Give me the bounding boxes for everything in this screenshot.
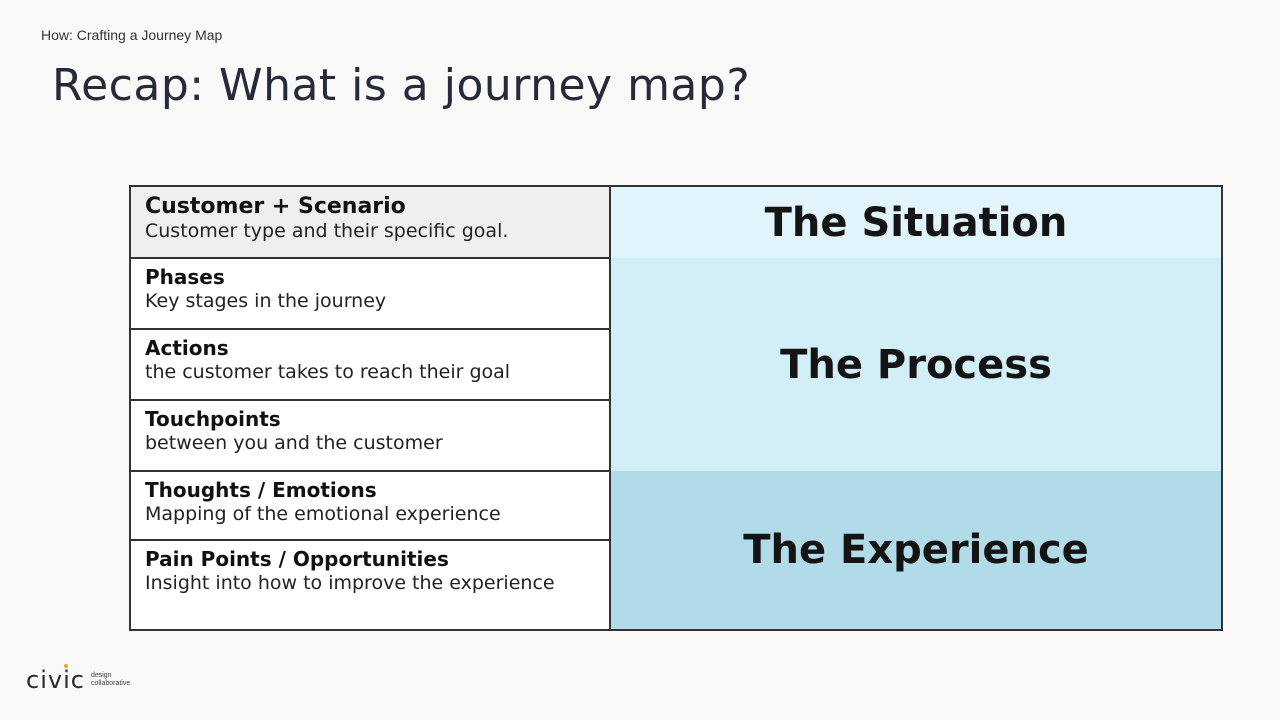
logo-subtext: design collaborative (91, 672, 130, 688)
band-process-label: The Process (780, 341, 1052, 388)
row-desc: Customer type and their specific goal. (145, 220, 509, 242)
component-list: Customer + Scenario Customer type and th… (131, 187, 611, 629)
row-desc: Key stages in the journey (145, 290, 387, 312)
journey-map-table: The Situation The Process The Experience… (129, 185, 1223, 631)
logo-sub-line1: design (90, 672, 112, 679)
band-experience: The Experience (611, 471, 1221, 629)
band-process: The Process (611, 258, 1221, 471)
page-title: Recap: What is a journey map? (52, 60, 751, 111)
row-desc: Insight into how to improve the experien… (145, 572, 555, 594)
logo-word-text: civic (26, 666, 85, 694)
row-actions: Actions the customer takes to reach thei… (131, 330, 609, 401)
row-customer-scenario: Customer + Scenario Customer type and th… (131, 187, 609, 259)
row-title: Actions (145, 336, 229, 360)
row-thoughts-emotions: Thoughts / Emotions Mapping of the emoti… (131, 472, 609, 541)
band-situation-label: The Situation (764, 199, 1068, 246)
row-title: Touchpoints (145, 407, 281, 431)
row-desc: the customer takes to reach their goal (145, 361, 511, 383)
civic-logo: civic design collaborative (26, 664, 130, 694)
breadcrumb: How: Crafting a Journey Map (41, 27, 223, 43)
row-title: Phases (145, 265, 225, 289)
logo-sub-line2: collaborative (90, 680, 131, 687)
row-title: Customer + Scenario (145, 194, 406, 219)
row-title: Pain Points / Opportunities (145, 547, 449, 571)
row-desc: Mapping of the emotional experience (145, 503, 501, 525)
band-situation: The Situation (611, 187, 1221, 258)
row-desc: between you and the customer (145, 432, 443, 454)
row-touchpoints: Touchpoints between you and the customer (131, 401, 609, 472)
row-pain-points: Pain Points / Opportunities Insight into… (131, 541, 609, 629)
row-phases: Phases Key stages in the journey (131, 259, 609, 330)
band-experience-label: The Experience (743, 527, 1089, 573)
row-title: Thoughts / Emotions (145, 478, 377, 502)
logo-dot-icon (64, 664, 68, 668)
logo-wordmark: civic (26, 664, 85, 694)
